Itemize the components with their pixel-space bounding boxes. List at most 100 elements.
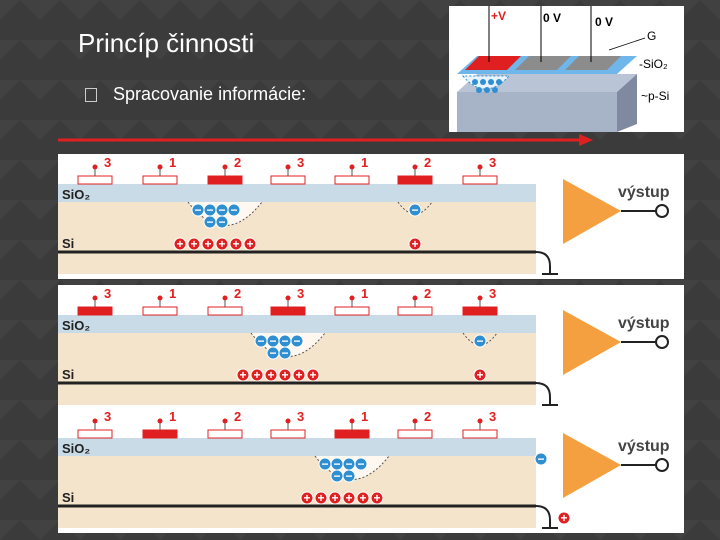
bullet-text: Spracovanie informácie: (113, 84, 307, 104)
inset-electron (472, 79, 478, 85)
hole (236, 368, 250, 382)
hole (314, 491, 328, 505)
gate-contact (285, 164, 291, 170)
electron (342, 469, 356, 483)
hole (278, 368, 292, 382)
charge-sign: + (411, 237, 418, 251)
charge-sign: + (345, 491, 352, 505)
gate-phase-label: 3 (489, 155, 496, 170)
oxide-label: SiO₂ (62, 318, 90, 333)
inset-gate-positive (465, 56, 521, 70)
output-label: výstup (618, 315, 670, 332)
hole (264, 368, 278, 382)
gate-contact (222, 418, 228, 424)
gate-phase-label: 2 (234, 409, 241, 424)
hole (408, 237, 422, 251)
gate-electrode (270, 429, 306, 439)
charge-sign: − (345, 457, 352, 471)
gate-contact (92, 164, 98, 170)
gate-electrode (397, 429, 433, 439)
charge-sign: + (239, 368, 246, 382)
charge-sign: − (537, 452, 544, 466)
gate-phase-label: 1 (361, 286, 368, 301)
gate-electrode (142, 306, 178, 316)
hole (292, 368, 306, 382)
output-label: výstup (618, 184, 670, 201)
output-terminal (655, 335, 669, 349)
gate-electrode (207, 306, 243, 316)
charge-sign: − (230, 203, 237, 217)
inset-label-gate: G (647, 29, 656, 43)
charge-sign: − (357, 457, 364, 471)
bullet-item: Spracovanie informácie: (85, 84, 306, 105)
gate-phase-label: 3 (104, 286, 111, 301)
gate-contact (477, 418, 483, 424)
gate-electrode-active (142, 429, 178, 439)
electron (215, 215, 229, 229)
amplifier-triangle (563, 179, 621, 244)
charge-sign: − (345, 469, 352, 483)
gate-phase-label: 3 (489, 286, 496, 301)
charge-sign: + (331, 491, 338, 505)
charge-sign: − (281, 346, 288, 360)
gate-contact (222, 295, 228, 301)
oxide-label: SiO₂ (62, 187, 90, 202)
gate-phase-label: 3 (297, 409, 304, 424)
inset-electron (488, 79, 494, 85)
hole (300, 491, 314, 505)
gate-electrode-active (462, 306, 498, 316)
gate-phase-label: 2 (234, 155, 241, 170)
electron (354, 457, 368, 471)
charge-sign: − (218, 203, 225, 217)
gate-electrode-active (397, 175, 433, 185)
inset-g-pointer (608, 37, 646, 51)
charge-sign: − (206, 203, 213, 217)
hole (243, 237, 257, 251)
gate-phase-label: 1 (169, 155, 176, 170)
gate-phase-label: 2 (234, 286, 241, 301)
gate-contact (285, 418, 291, 424)
gate-phase-label: 1 (169, 286, 176, 301)
gate-contact (412, 418, 418, 424)
ground-wire (535, 505, 551, 528)
gate-contact (157, 164, 163, 170)
silicon-label: Si (62, 367, 74, 382)
amplifier-triangle (563, 310, 621, 375)
silicon-label: Si (62, 490, 74, 505)
hole (328, 491, 342, 505)
charge-sign: + (309, 368, 316, 382)
output-label: výstup (618, 438, 670, 455)
gate-phase-label: 3 (104, 409, 111, 424)
charge-sign: + (281, 368, 288, 382)
gate-electrode-active (77, 306, 113, 316)
hole (342, 491, 356, 505)
charge-sign: − (269, 334, 276, 348)
gate-electrode (397, 306, 433, 316)
gate-electrode-active (270, 306, 306, 316)
charge-sign: − (321, 457, 328, 471)
charge-sign: + (476, 368, 483, 382)
oxide-layer (58, 438, 536, 456)
charge-sign: + (218, 237, 225, 251)
inset-substrate-side (617, 74, 637, 132)
bullet-icon (85, 87, 97, 102)
gate-electrode (207, 429, 243, 439)
gate-phase-label: 2 (424, 286, 431, 301)
gate-contact (92, 295, 98, 301)
hole (250, 368, 264, 382)
charge-sign: − (476, 334, 483, 348)
gate-electrode (142, 175, 178, 185)
charge-sign: − (194, 203, 201, 217)
charge-sign: − (293, 334, 300, 348)
gate-contact (157, 295, 163, 301)
output-terminal (655, 204, 669, 218)
gate-contact (285, 295, 291, 301)
charge-sign: + (295, 368, 302, 382)
inset-label-0v-1: 0 V (543, 11, 561, 25)
electron (278, 346, 292, 360)
hole (201, 237, 215, 251)
inset-electron (496, 79, 502, 85)
